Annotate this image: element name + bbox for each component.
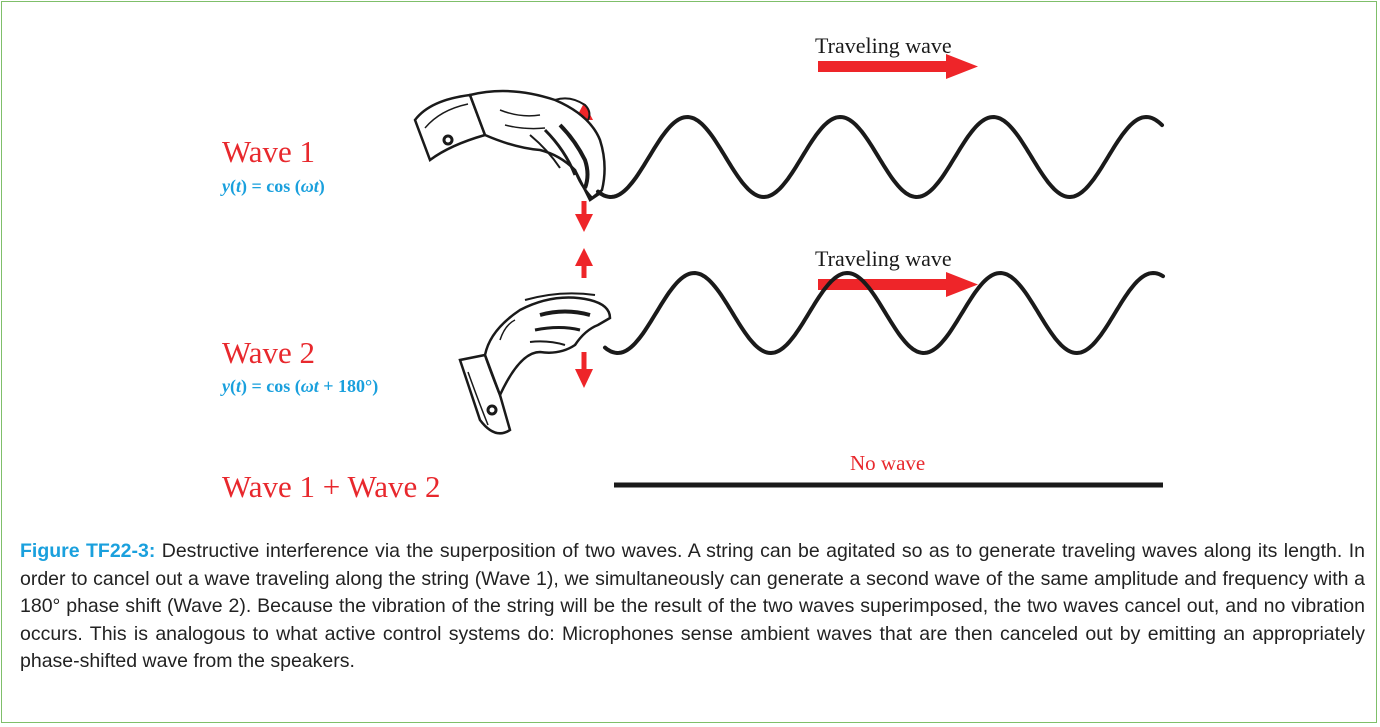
wave2-down-arrow-icon bbox=[575, 352, 593, 388]
figure-label: Figure TF22-3: bbox=[20, 540, 155, 562]
wave1-eq-omega: ωt bbox=[301, 176, 320, 196]
no-wave-label: No wave bbox=[850, 451, 925, 475]
wave2-traveling-label: Traveling wave bbox=[815, 246, 952, 271]
wave2-label: Wave 2 bbox=[222, 335, 315, 370]
wave1-label: Wave 1 bbox=[222, 134, 315, 169]
wave2-up-arrow-icon bbox=[575, 248, 593, 278]
wave2-equation: y(t) = cos (ωt + 180°) bbox=[220, 376, 378, 397]
wave2-hand-icon bbox=[460, 293, 610, 433]
wave1-eq-end: ) bbox=[319, 176, 325, 197]
wave2-eq-omega: ωt bbox=[301, 376, 320, 396]
wave1-down-arrow-icon bbox=[575, 201, 593, 232]
figure-caption: Figure TF22-3: Destructive interference … bbox=[20, 538, 1365, 676]
wave1-eq-mid: ) = cos ( bbox=[241, 176, 301, 197]
caption-text: Destructive interference via the superpo… bbox=[20, 540, 1365, 672]
wave2-eq-end: + 180°) bbox=[319, 376, 378, 397]
wave1-traveling-label: Traveling wave bbox=[815, 33, 952, 58]
wave2-eq-mid: ) = cos ( bbox=[241, 376, 301, 397]
wave1-string bbox=[598, 117, 1162, 197]
wave1-hand-icon bbox=[415, 91, 605, 200]
wave1-equation: y(t) = cos (ωt) bbox=[220, 176, 325, 197]
interference-diagram: Traveling wave Wave 1 y(t) = cos (ωt) bbox=[0, 0, 1380, 530]
sum-label: Wave 1 + Wave 2 bbox=[222, 469, 441, 504]
